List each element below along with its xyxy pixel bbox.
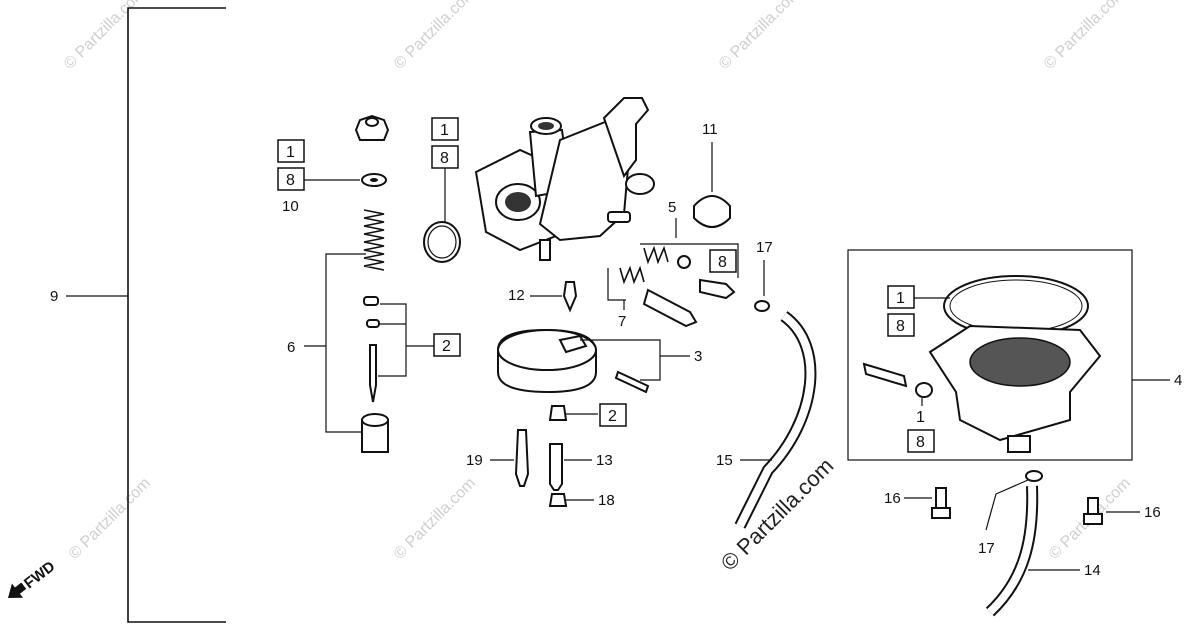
carburetor-body <box>474 97 655 261</box>
spring <box>363 209 385 271</box>
callout-14: 14 <box>1084 562 1101 579</box>
fwd-label: FWD <box>21 558 59 593</box>
callout-13: 13 <box>596 452 613 469</box>
callout-7: 7 <box>618 313 626 330</box>
bracket-7 <box>607 268 626 301</box>
bracket-3 <box>580 339 661 381</box>
bolt-16-left: 16 <box>884 487 951 519</box>
watermarks: © Partzilla.com © Partzilla.com © Partzi… <box>61 0 1134 576</box>
pilot-screw <box>699 278 736 300</box>
bowl-drain <box>1007 435 1031 453</box>
box-label-1: 1 <box>440 122 449 139</box>
box-label-8: 8 <box>896 318 905 335</box>
box-label-2: 2 <box>608 408 617 425</box>
watermark: © Partzilla.com <box>391 0 479 73</box>
ref-box-2-valve: 2 <box>433 333 461 357</box>
float-pin <box>614 370 650 394</box>
tube-14: 17 14 <box>978 470 1101 617</box>
hose-clip <box>1025 470 1043 482</box>
callout-12: 12 <box>508 287 525 304</box>
needle <box>369 344 377 403</box>
fitting <box>607 211 631 223</box>
box-label-1: 1 <box>286 144 295 161</box>
drain-nipple <box>539 239 551 261</box>
drain-screw <box>862 362 908 388</box>
clip <box>363 296 379 306</box>
bowl-box <box>847 249 1133 461</box>
box-label-8: 8 <box>718 254 727 271</box>
box-label-8: 8 <box>286 172 295 189</box>
slow-jet <box>514 429 530 487</box>
clip-small <box>366 319 380 328</box>
callout-10: 10 <box>282 198 299 215</box>
throttle-lever <box>602 97 650 179</box>
jet-12: 12 <box>508 281 578 313</box>
callout-4: 4 <box>1174 372 1182 389</box>
jet <box>562 281 578 313</box>
callout-3: 3 <box>694 348 702 365</box>
o-ring-group: 1 8 <box>423 117 461 263</box>
box-label-1: 1 <box>916 409 925 426</box>
rubber-cap <box>693 195 731 228</box>
callout-16: 16 <box>1144 504 1161 521</box>
callout-18: 18 <box>598 492 615 509</box>
callout-11: 11 <box>702 121 718 138</box>
o-ring <box>423 221 461 263</box>
callout-15: 15 <box>716 452 733 469</box>
drain-washer <box>915 382 933 398</box>
watermark: © Partzilla.com <box>61 0 149 73</box>
spring-5 <box>643 245 669 265</box>
callout-17: 17 <box>756 239 773 256</box>
screw-parts: 5 8 7 <box>607 199 739 330</box>
spring-7 <box>619 265 645 285</box>
jets-lower: 2 13 18 19 <box>466 403 627 509</box>
ref-box-group-10: 1 8 10 <box>277 139 305 215</box>
bracket-5 <box>640 243 739 278</box>
assembly-bracket-9: 9 <box>50 7 226 623</box>
box-label-8: 8 <box>916 434 925 451</box>
callout-19: 19 <box>466 452 483 469</box>
float-bowl-4: 4 1 8 1 8 <box>847 249 1182 461</box>
arrow-icon <box>8 582 27 598</box>
fwd-direction-arrow: FWD <box>8 558 59 598</box>
box-label-1: 1 <box>896 290 905 307</box>
float-valve-parts: 6 <box>287 114 434 453</box>
cap-11: 11 <box>693 121 731 228</box>
o-ring-small <box>677 255 691 269</box>
callout-17: 17 <box>978 540 995 557</box>
callout-16: 16 <box>884 490 901 507</box>
box-label-2: 2 <box>442 338 451 355</box>
bracket-6 <box>325 253 366 433</box>
callout-6: 6 <box>287 339 295 356</box>
cap-knob <box>365 117 379 127</box>
top-cap <box>354 114 390 141</box>
box-label-8: 8 <box>440 150 449 167</box>
throttle-stop-screw <box>642 288 698 328</box>
watermark: © Partzilla.com <box>391 475 479 563</box>
watermark: © Partzilla.com <box>716 0 804 73</box>
watermark: © Partzilla.com <box>66 475 154 563</box>
main-jet <box>548 405 568 421</box>
callout-9: 9 <box>50 288 58 305</box>
float-3: 3 <box>497 328 702 394</box>
hose-clip <box>754 300 770 312</box>
leader-line <box>985 479 1029 531</box>
watermark-large: © Partzilla.com <box>716 453 839 576</box>
bracket-line <box>127 7 226 623</box>
pilot-jet <box>548 493 568 507</box>
needle-jet <box>549 443 563 491</box>
lever-pivot <box>625 173 655 195</box>
tube-15: 17 15 <box>716 239 817 529</box>
float-tab <box>558 334 588 354</box>
callout-5: 5 <box>668 199 676 216</box>
bracket-2 <box>378 303 407 377</box>
bolt-16-right: 16 <box>1083 497 1161 525</box>
watermark: © Partzilla.com <box>1041 0 1129 73</box>
